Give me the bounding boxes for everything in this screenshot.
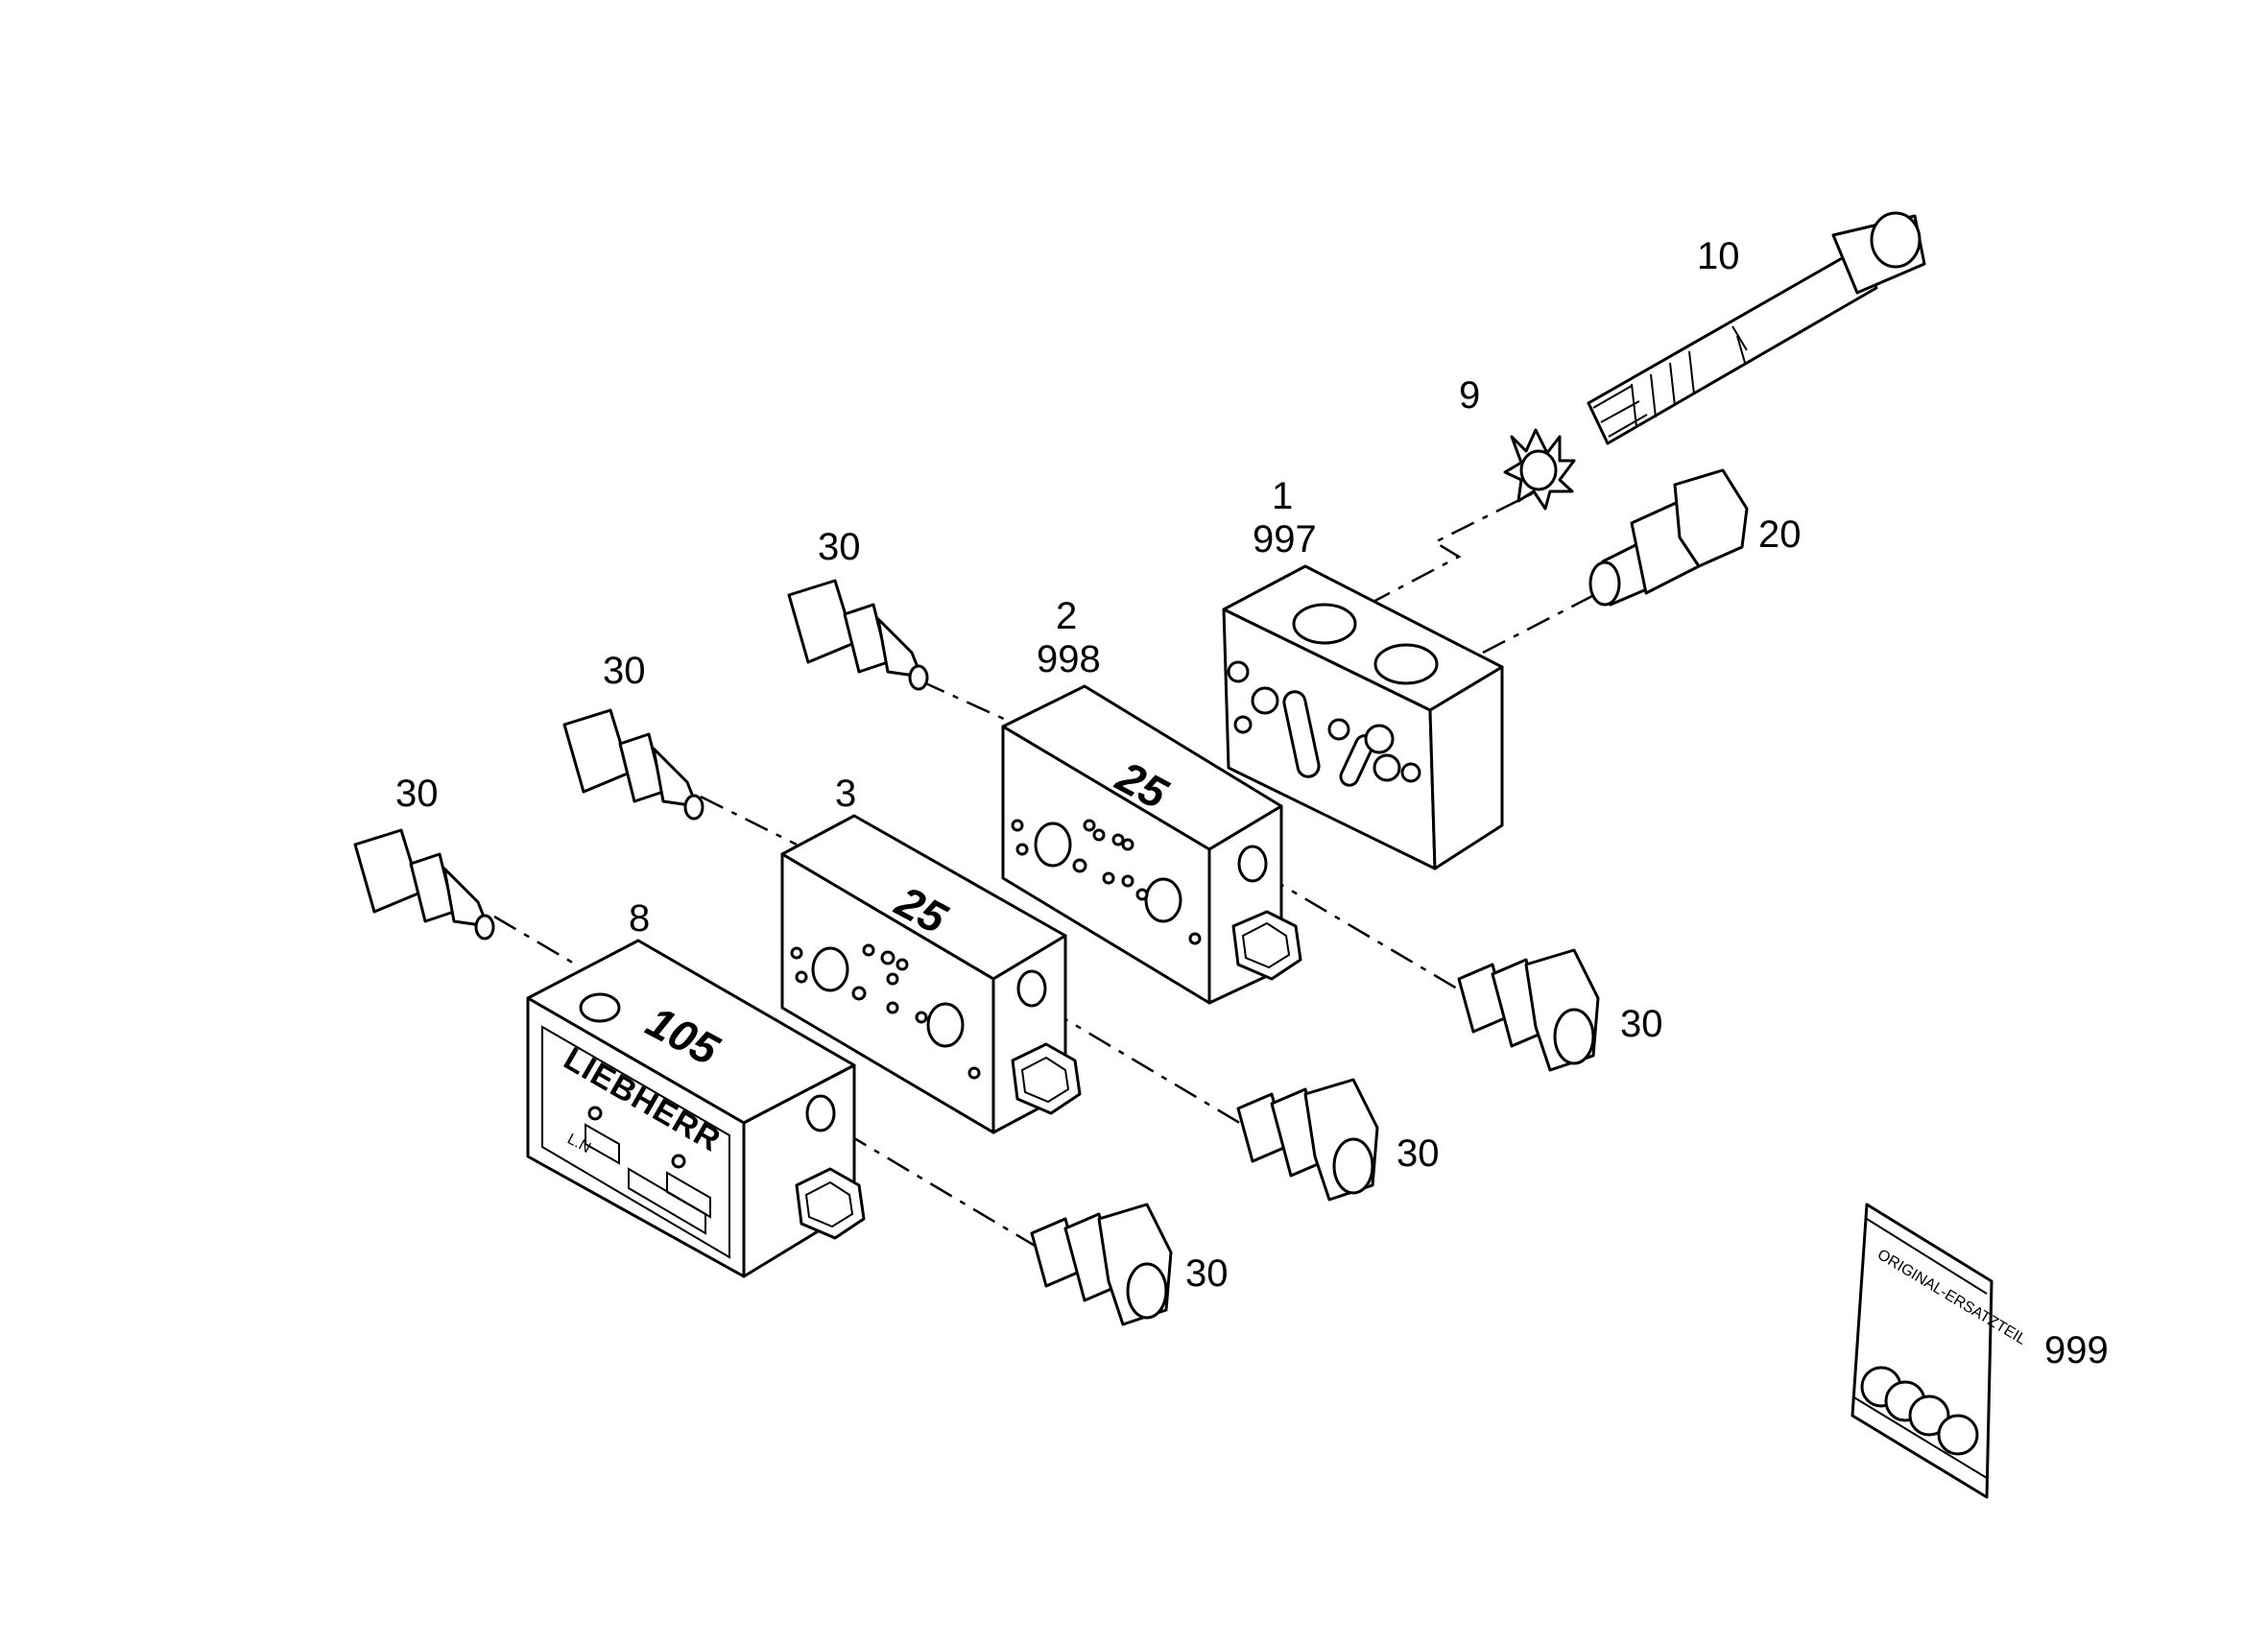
valve-block-1 [1222,564,1504,870]
lock-washer-part [1503,428,1576,511]
callout-8: 8 [629,897,650,940]
callout-30-b: 30 [603,650,646,692]
valve-block-8: 105 LIEBHERR L.N [526,939,866,1278]
fitting-30-right-2 [1236,1078,1379,1202]
callout-3: 3 [835,773,856,815]
valve-block-2: 25 [1001,684,1302,1005]
callout-20: 20 [1758,513,1802,556]
fitting-30-second [562,708,704,821]
callout-998: 998 [1037,638,1101,680]
callout-9: 9 [1459,374,1480,417]
callout-30-a: 30 [818,526,861,568]
callout-30-e: 30 [1397,1132,1440,1175]
callout-2: 2 [1056,595,1077,637]
assembly-lines [493,483,1623,1254]
seal-kit-bag: ORIGINAL-ERSATZTEIL [1850,1203,2029,1499]
callout-30-f: 30 [1185,1252,1229,1295]
fitting-30-third [353,828,495,941]
fitting-30-right-3 [1030,1203,1173,1326]
callout-1: 1 [1272,475,1293,517]
union-fitting-part [1588,468,1749,607]
callout-10: 10 [1697,235,1740,277]
callout-30-c: 30 [395,773,439,815]
bolt-part [1587,211,1926,445]
valve-block-3: 25 [780,814,1082,1134]
fitting-30-top [787,579,929,691]
callout-30-d: 30 [1620,1003,1663,1045]
callout-997: 997 [1253,518,1317,560]
callout-999: 999 [2044,1329,2109,1371]
fitting-30-right-1 [1457,948,1600,1072]
callout-labels: 10 9 1 997 20 2 998 3 8 30 30 30 30 30 3… [395,235,2109,1371]
